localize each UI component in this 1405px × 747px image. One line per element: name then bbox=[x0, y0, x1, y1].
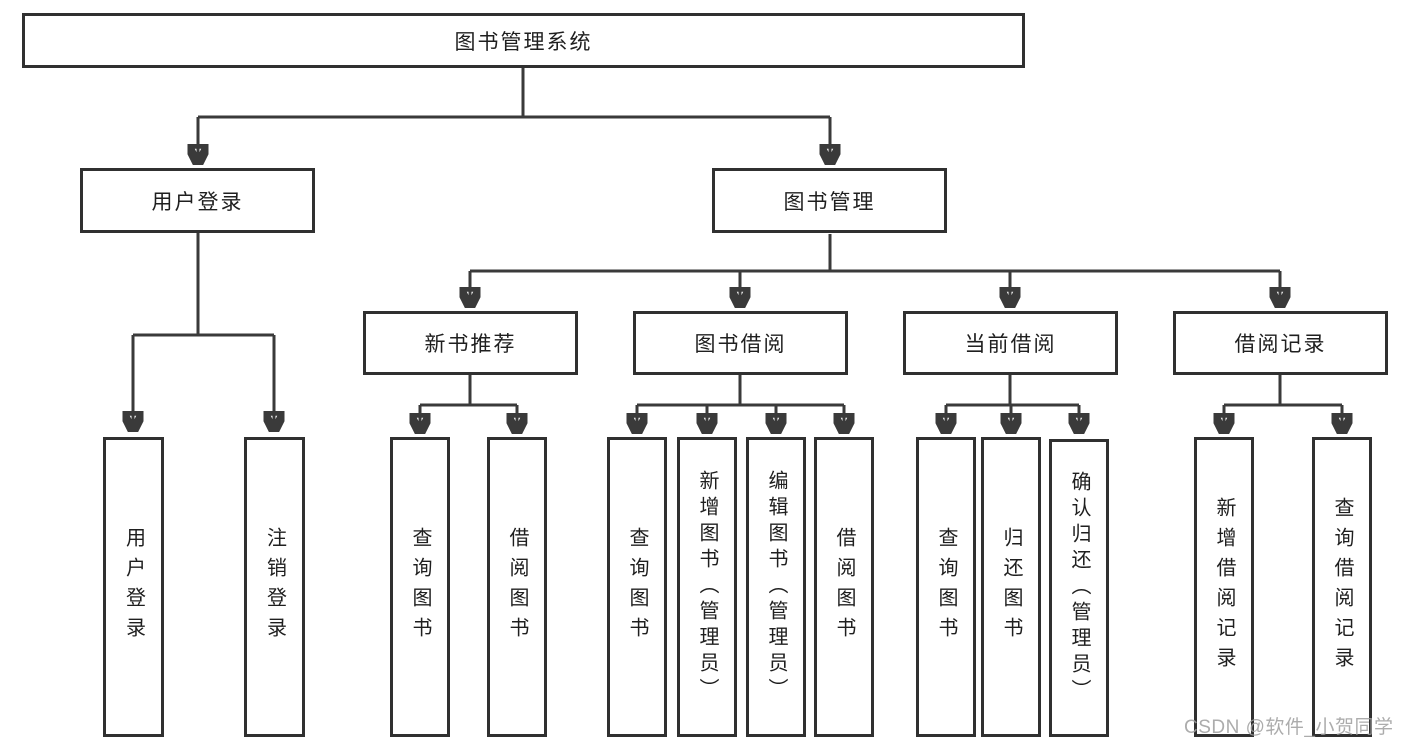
node-book-borrowing: 图书借阅 bbox=[633, 311, 848, 375]
leaf-bb-edit-books-admin: 编辑图书（管理员） bbox=[746, 437, 806, 737]
leaf-bb-query-books: 查询图书 bbox=[607, 437, 667, 737]
watermark-text: CSDN @软件_小贺同学 bbox=[1184, 717, 1394, 738]
node-root: 图书管理系统 bbox=[22, 13, 1025, 68]
leaf-br-query-record: 查询借阅记录 bbox=[1312, 437, 1372, 737]
leaf-nb-query-books: 查询图书 bbox=[390, 437, 450, 737]
node-new-book-recommend: 新书推荐 bbox=[363, 311, 578, 375]
leaf-nb-borrow-books: 借阅图书 bbox=[487, 437, 547, 737]
connector-trunks bbox=[133, 68, 1342, 407]
leaf-cb-confirm-return-admin: 确认归还（管理员） bbox=[1049, 439, 1109, 737]
leaf-bb-borrow-books: 借阅图书 bbox=[814, 437, 874, 737]
leaf-logout-login: 注销登录 bbox=[244, 437, 305, 737]
node-current-borrowing: 当前借阅 bbox=[903, 311, 1118, 375]
node-user-login: 用户登录 bbox=[80, 168, 315, 233]
leaf-cb-return-books: 归还图书 bbox=[981, 437, 1041, 737]
node-borrowing-records: 借阅记录 bbox=[1173, 311, 1388, 375]
leaf-br-add-record: 新增借阅记录 bbox=[1194, 437, 1254, 737]
leaf-bb-add-books-admin: 新增图书（管理员） bbox=[677, 437, 737, 737]
leaf-user-login: 用户登录 bbox=[103, 437, 164, 737]
leaf-cb-query-books: 查询图书 bbox=[916, 437, 976, 737]
node-book-management: 图书管理 bbox=[712, 168, 947, 233]
